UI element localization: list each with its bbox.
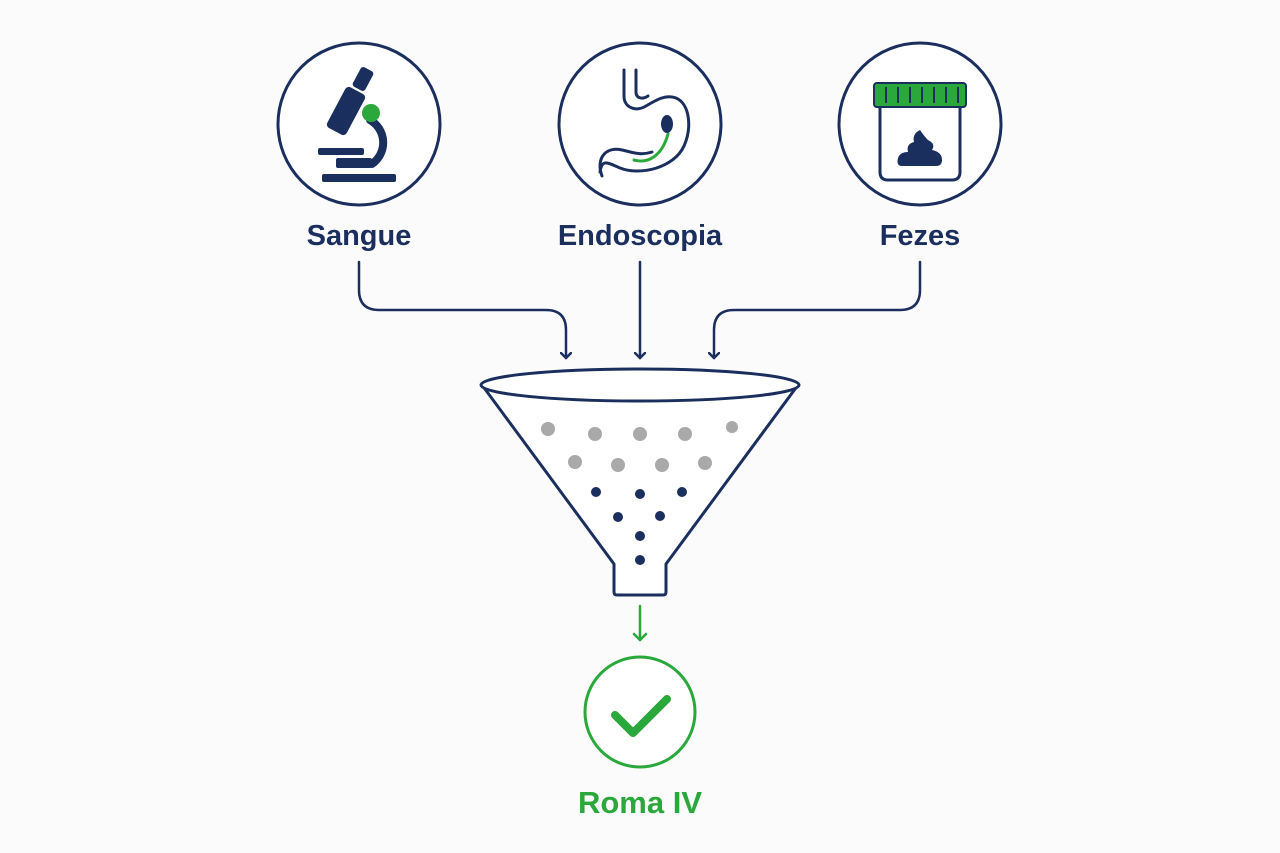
funnel-particles-navy: [591, 487, 687, 565]
funnel: [479, 367, 801, 597]
result-circle: [583, 655, 697, 769]
output-arrow: [632, 604, 648, 642]
sangue-node: [276, 41, 442, 207]
result-node: [583, 655, 697, 769]
arrow-sangue: [357, 260, 566, 360]
arrow-fezes: [714, 260, 922, 360]
roma-iv-label: Roma IV: [577, 785, 703, 820]
endoscopia-label: Endoscopia: [557, 220, 723, 252]
endoscopia-circle: [557, 41, 723, 207]
endoscopia-node: [557, 41, 723, 207]
microscope-icon: [318, 67, 396, 182]
funnel-particles-grey: [541, 421, 738, 472]
sangue-circle: [276, 41, 442, 207]
stomach-icon: [598, 68, 691, 178]
fezes-label: Fezes: [879, 220, 961, 252]
connector-arrows: [357, 260, 922, 360]
fezes-node: [837, 41, 1003, 207]
stool-sample-jar-icon: [873, 82, 967, 182]
checkmark-icon: [611, 695, 671, 737]
sangue-label: Sangue: [306, 220, 412, 252]
